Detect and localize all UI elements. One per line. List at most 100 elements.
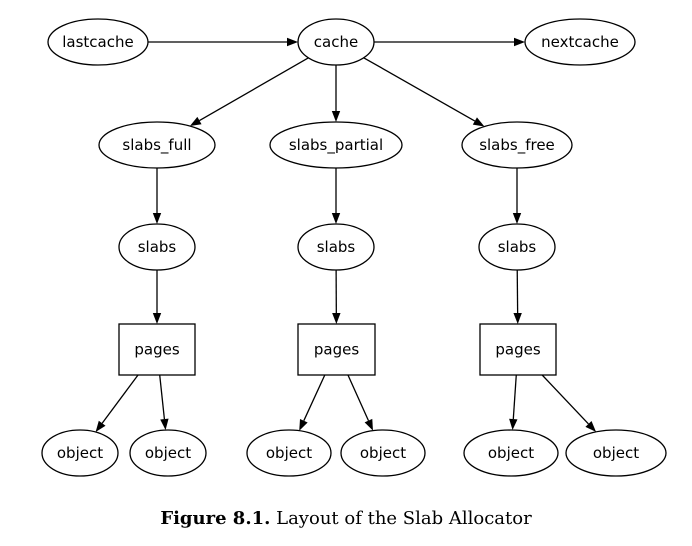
node-label: cache xyxy=(314,33,358,51)
node-ellipse xyxy=(478,223,556,271)
node-label: pages xyxy=(495,341,540,359)
node-slabs-1: slabs xyxy=(118,223,196,271)
node-label: slabs xyxy=(138,238,177,256)
node-box xyxy=(479,323,557,376)
node-label: object xyxy=(57,444,103,462)
node-ellipse xyxy=(565,429,667,477)
edge-line xyxy=(159,374,166,420)
node-pages-2: pages xyxy=(297,323,376,376)
node-slabs-2: slabs xyxy=(297,223,375,271)
edge-lastcache-to-cache xyxy=(148,37,298,47)
edge-line xyxy=(101,374,139,424)
node-ellipse xyxy=(297,223,375,271)
node-nextcache: nextcache xyxy=(524,18,636,66)
edge-pages_2-to-object_3 xyxy=(299,374,326,431)
edge-line xyxy=(303,374,326,421)
edge-cache-to-slabs_free xyxy=(363,57,485,127)
arrow-head xyxy=(152,213,162,224)
node-label: object xyxy=(488,444,534,462)
node-ellipse xyxy=(129,429,207,477)
arrow-head xyxy=(585,421,597,432)
edge-line xyxy=(512,374,517,420)
arrow-head xyxy=(152,313,162,324)
node-ellipse xyxy=(340,429,426,477)
node-ellipse xyxy=(246,429,332,477)
node-label: pages xyxy=(134,341,179,359)
edge-slabs_full-to-slabs_1 xyxy=(152,168,162,224)
edge-slabs_2-to-pages_2 xyxy=(332,269,341,324)
node-label: object xyxy=(145,444,191,462)
node-ellipse xyxy=(461,121,573,169)
node-ellipse xyxy=(98,121,216,169)
arrow-head xyxy=(160,418,169,431)
node-label: object xyxy=(266,444,312,462)
figure-caption: Figure 8.1. Layout of the Slab Allocator xyxy=(0,508,692,529)
node-label: slabs_free xyxy=(479,136,555,155)
arrow-head xyxy=(364,418,373,431)
arrow-head xyxy=(287,37,298,47)
node-slabs-free: slabs_free xyxy=(461,121,573,169)
node-label: slabs_full xyxy=(122,136,191,155)
arrow-head xyxy=(472,117,485,127)
edge-slabs_3-to-pages_3 xyxy=(513,269,522,324)
node-label: object xyxy=(360,444,406,462)
node-object-4: object xyxy=(340,429,426,477)
node-ellipse xyxy=(524,18,636,66)
nodes: lastcache cache nextcache slabs_full slabs_p… xyxy=(41,18,667,477)
node-pages-3: pages xyxy=(479,323,557,376)
node-label: pages xyxy=(314,341,359,359)
node-label: nextcache xyxy=(541,33,619,51)
node-object-1: object xyxy=(41,429,119,477)
node-lastcache: lastcache xyxy=(47,18,149,66)
edge-slabs_partial-to-slabs_2 xyxy=(331,168,341,224)
edge-pages_1-to-object_1 xyxy=(95,374,139,433)
node-box xyxy=(118,323,196,376)
edge-pages_2-to-object_4 xyxy=(347,374,373,431)
arrow-head xyxy=(514,37,525,47)
arrow-head xyxy=(331,111,341,122)
edge-line xyxy=(363,57,476,122)
edge-pages_3-to-object_6 xyxy=(541,374,597,432)
edge-line xyxy=(199,57,309,122)
node-label: lastcache xyxy=(62,33,133,51)
node-ellipse xyxy=(269,121,403,169)
edge-line xyxy=(347,374,370,421)
node-ellipse xyxy=(463,429,559,477)
arrow-head xyxy=(332,312,341,324)
arrow-head xyxy=(512,213,522,224)
edge-cache-to-slabs_full xyxy=(189,57,309,127)
arrow-head xyxy=(95,420,106,433)
node-slabs-3: slabs xyxy=(478,223,556,271)
edge-cache-to-nextcache xyxy=(374,37,525,47)
node-box xyxy=(297,323,376,376)
node-label: slabs_partial xyxy=(289,136,383,155)
arrow-head xyxy=(299,418,308,431)
node-ellipse xyxy=(297,18,375,66)
node-label: slabs xyxy=(498,238,537,256)
edge-line xyxy=(541,374,589,425)
node-object-2: object xyxy=(129,429,207,477)
node-object-6: object xyxy=(565,429,667,477)
node-cache: cache xyxy=(297,18,375,66)
edge-pages_3-to-object_5 xyxy=(509,374,518,431)
node-slabs-partial: slabs_partial xyxy=(269,121,403,169)
edge-slabs_free-to-slabs_3 xyxy=(512,168,522,224)
caption-label: Figure 8.1. xyxy=(160,508,271,529)
arrow-head xyxy=(509,418,518,431)
edge-cache-to-slabs_partial xyxy=(331,65,341,122)
node-object-3: object xyxy=(246,429,332,477)
edge-slabs_1-to-pages_1 xyxy=(152,270,162,324)
arrow-head xyxy=(331,213,341,224)
node-object-5: object xyxy=(463,429,559,477)
node-label: slabs xyxy=(317,238,356,256)
node-label: object xyxy=(593,444,639,462)
arrow-head xyxy=(189,116,202,127)
caption-text: Layout of the Slab Allocator xyxy=(276,508,532,529)
node-pages-1: pages xyxy=(118,323,196,376)
node-ellipse xyxy=(47,18,149,66)
node-ellipse xyxy=(118,223,196,271)
arrow-head xyxy=(513,312,522,324)
edges xyxy=(95,37,597,433)
node-ellipse xyxy=(41,429,119,477)
